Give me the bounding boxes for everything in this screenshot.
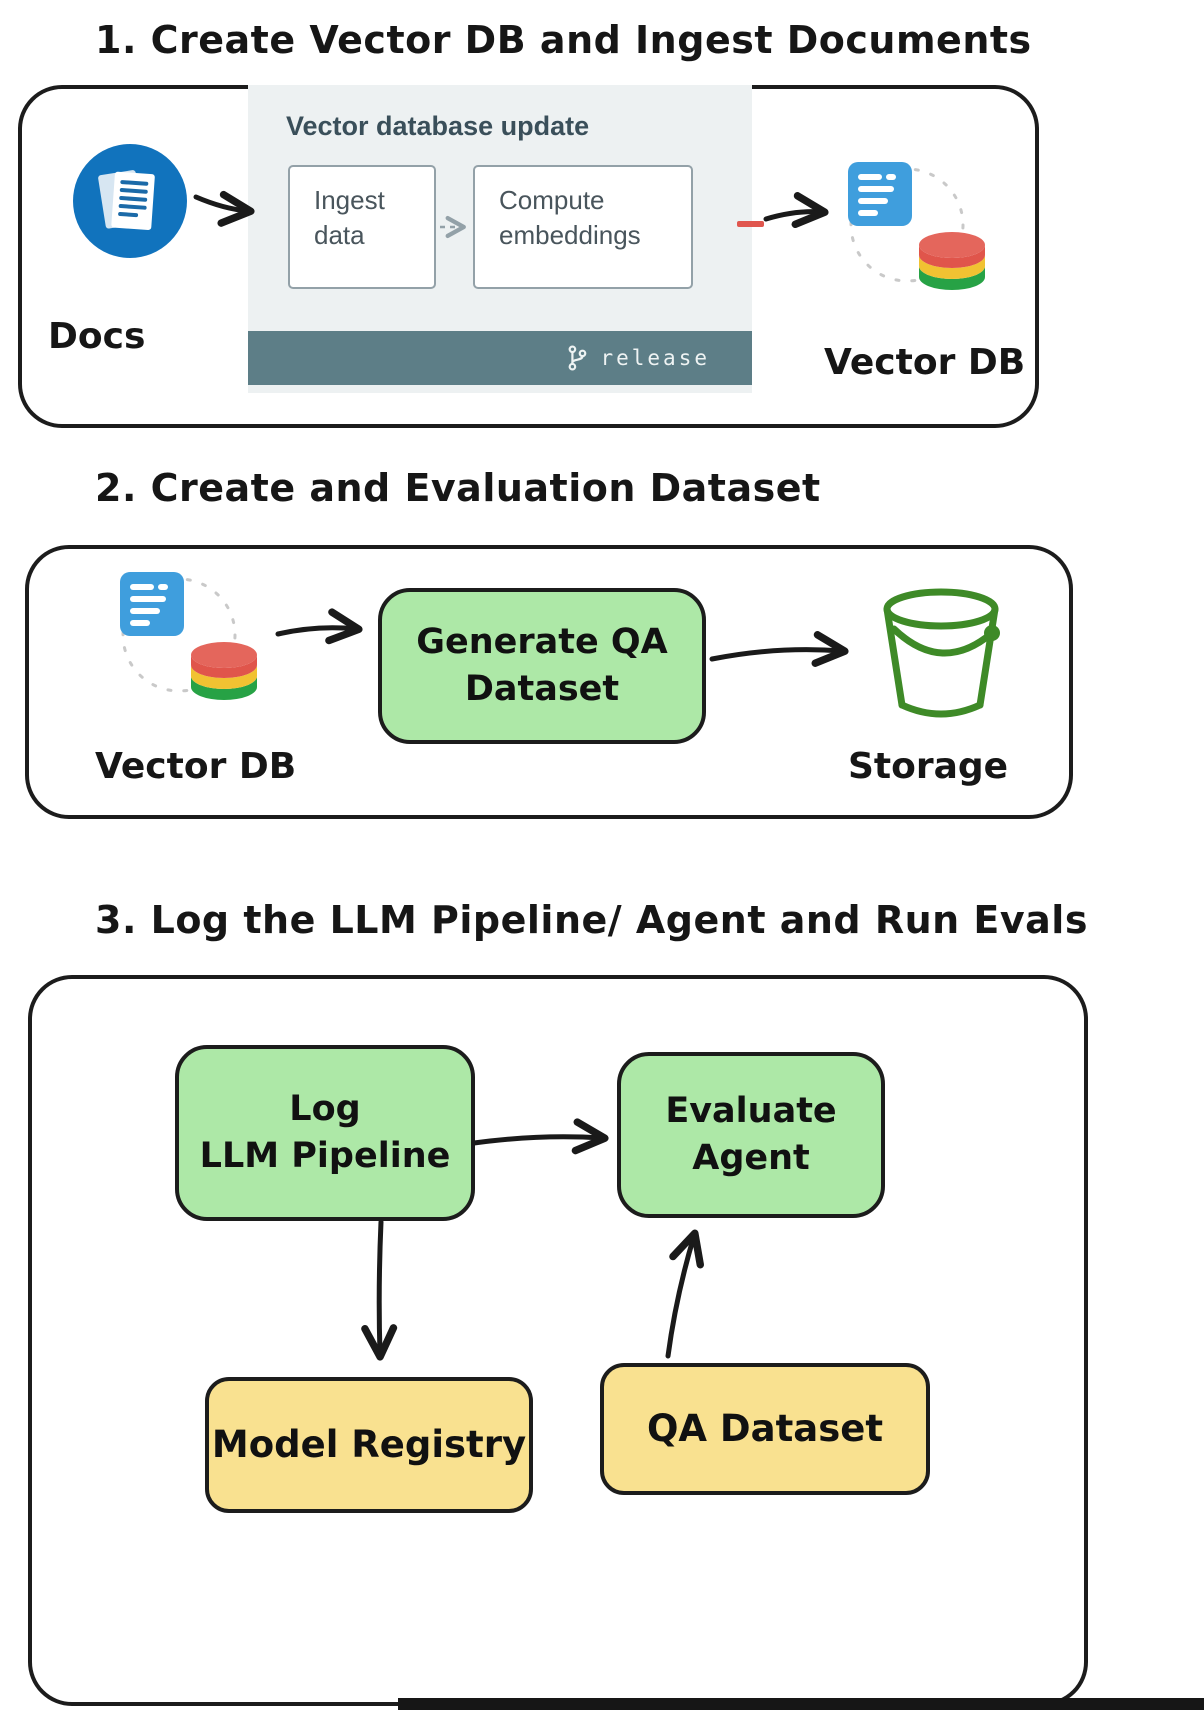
- generate-qa-line1: Generate QA: [416, 621, 668, 662]
- pipeline-screenshot: Vector database update Ingest data Compu…: [248, 85, 752, 393]
- release-label: release: [600, 346, 710, 370]
- ingest-data-box: Ingest data: [288, 165, 436, 289]
- evaluate-agent-box: Evaluate Agent: [617, 1052, 885, 1218]
- storage-bucket-icon: [878, 583, 1012, 727]
- log-llm-pipeline-box: Log LLM Pipeline: [175, 1045, 475, 1221]
- vector-db-label-step1: Vector DB: [824, 342, 1026, 383]
- screenshot-footer: release: [248, 331, 752, 385]
- step3-title: 3. Log the LLM Pipeline/ Agent and Run E…: [95, 898, 1088, 942]
- storage-label: Storage: [848, 746, 1009, 787]
- red-tick: [737, 221, 764, 227]
- model-registry-box: Model Registry: [205, 1377, 533, 1513]
- screenshot-title: Vector database update: [286, 111, 590, 141]
- dashed-circle: [849, 167, 965, 283]
- vector-db-icon-step1: [840, 155, 990, 305]
- qa-dataset-label: QA Dataset: [646, 1407, 884, 1451]
- evaluate-line1: Evaluate: [665, 1090, 837, 1131]
- model-registry-label: Model Registry: [211, 1423, 527, 1467]
- log-pipeline-line1: Log: [289, 1088, 361, 1129]
- git-branch-icon: [569, 345, 587, 371]
- generate-qa-box: Generate QA Dataset: [378, 588, 706, 744]
- database-stack-icon: [191, 642, 257, 700]
- vector-db-icon-step2: [112, 565, 262, 715]
- qa-dataset-box: QA Dataset: [600, 1363, 930, 1495]
- generate-qa-line2: Dataset: [464, 669, 620, 709]
- doc-file-icon: [848, 162, 912, 226]
- database-stack-icon: [919, 232, 985, 290]
- step1-title: 1. Create Vector DB and Ingest Documents: [95, 18, 1032, 62]
- vector-db-label-step2: Vector DB: [95, 746, 297, 787]
- bottom-crop-bar: [398, 1698, 1204, 1710]
- evaluate-line2: Agent: [692, 1138, 810, 1178]
- log-pipeline-line2: LLM Pipeline: [199, 1136, 451, 1176]
- step2-title: 2. Create and Evaluation Dataset: [95, 466, 821, 510]
- docs-icon: [73, 144, 187, 258]
- compute-embeddings-box: Compute embeddings: [473, 165, 693, 289]
- dashed-circle: [121, 577, 237, 693]
- doc-file-icon: [120, 572, 184, 636]
- docs-label: Docs: [48, 316, 146, 357]
